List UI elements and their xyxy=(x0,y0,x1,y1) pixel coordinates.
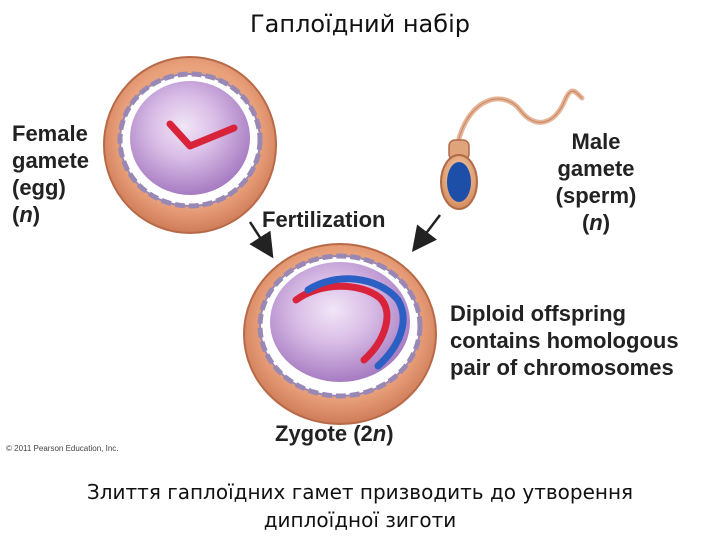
sperm-nucleus xyxy=(447,162,471,202)
zygote-label-prefix: Zygote (2 xyxy=(275,421,373,446)
copyright-notice: © 2011 Pearson Education, Inc. xyxy=(6,444,119,453)
slide-title: Гаплоїдний набір xyxy=(250,10,470,38)
egg-chromosome xyxy=(166,120,238,150)
female-ploidy: n xyxy=(19,202,33,227)
paternal-chromosome xyxy=(304,275,407,370)
sperm-cell xyxy=(440,88,585,210)
male-label-line1: Male xyxy=(571,129,621,154)
zygote-ploidy: n xyxy=(372,421,387,446)
fertilization-label: Fertilization xyxy=(262,207,386,232)
fertilization-arrow-left xyxy=(248,221,274,259)
female-label-line2: gamete xyxy=(12,148,90,173)
diploid-label-line3: pair of chromosomes xyxy=(450,355,674,380)
female-label-line1: Female xyxy=(12,121,88,146)
caption-line1: Злиття гаплоїдних гамет призводить до ут… xyxy=(86,480,634,504)
diploid-label-line2: contains homologous xyxy=(450,328,679,353)
male-label-line4: (n) xyxy=(581,210,611,235)
egg-cell xyxy=(103,56,277,234)
maternal-chromosome xyxy=(292,282,391,364)
fertilization-arrow-right xyxy=(411,214,441,252)
zygote-label-suffix: ) xyxy=(386,421,394,446)
zygote-cell xyxy=(243,243,437,425)
male-ploidy: n xyxy=(589,210,603,235)
slide-caption: Злиття гаплоїдних гамет призводить до ут… xyxy=(40,478,680,534)
diploid-label-line1: Diploid offspring xyxy=(450,301,626,326)
diploid-label: Diploid offspring contains homologous pa… xyxy=(450,300,679,381)
female-gamete-label: Female gamete (egg) (n) xyxy=(12,120,89,228)
female-label-line4: (n) xyxy=(12,202,41,227)
caption-line2: диплоїдної зиготи xyxy=(263,508,457,532)
male-label-line2: gamete xyxy=(557,156,635,181)
male-label-line3: (sperm) xyxy=(555,183,637,208)
zygote-label: Zygote (2n) xyxy=(275,420,394,447)
female-label-line3: (egg) xyxy=(12,175,66,200)
male-gamete-label: Male gamete (sperm) (n) xyxy=(550,128,642,236)
